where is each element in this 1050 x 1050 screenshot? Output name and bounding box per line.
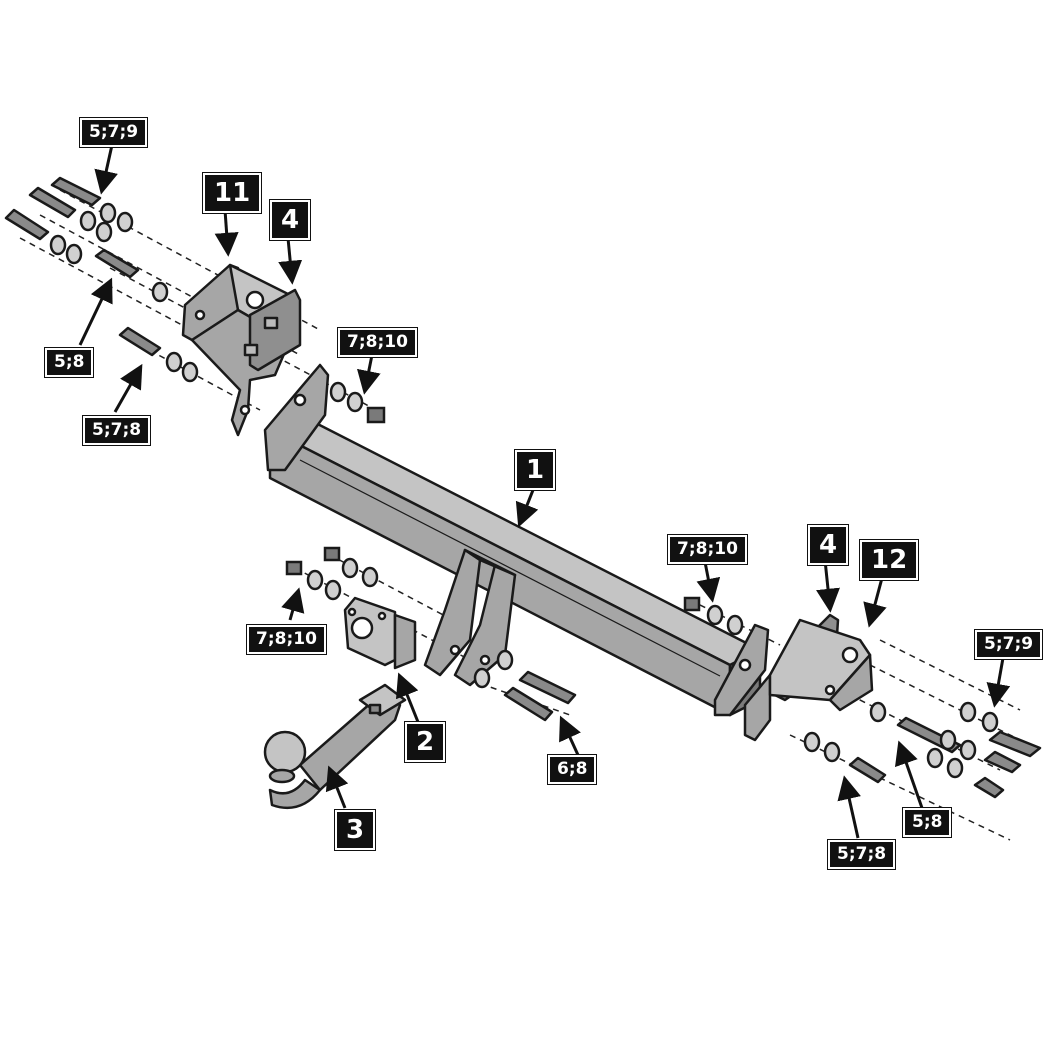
callout-top-left-5-7-9: 5;7;9: [78, 117, 149, 148]
tow-ball-3: [263, 683, 407, 810]
callout-center-6-8: 6;8: [546, 754, 598, 785]
washers: [49, 202, 999, 779]
callout-part-11: 11: [201, 172, 263, 214]
callout-part-1: 1: [513, 449, 557, 491]
callout-top-left-5-7-8: 5;7;8: [81, 415, 152, 446]
assembly-lines: [19, 189, 1031, 841]
callout-part-4-left: 4: [268, 199, 312, 241]
callout-part-3: 3: [333, 809, 377, 851]
callout-bottom-right-5-8: 5;8: [901, 807, 953, 838]
callout-part-12: 12: [858, 539, 920, 581]
socket-plate-2: [343, 596, 417, 670]
callout-middle-7-8-10: 7;8;10: [246, 624, 327, 655]
callout-top-7-8-10: 7;8;10: [337, 327, 418, 358]
callout-bottom-right-5-7-8: 5;7;8: [826, 839, 897, 870]
callout-right-7-8-10: 7;8;10: [667, 534, 748, 565]
right-side-bracket-12: [743, 618, 874, 742]
center-hitch-bracket: [423, 548, 517, 687]
callout-top-left-5-8: 5;8: [43, 347, 95, 378]
callout-bottom-right-5-7-9: 5;7;9: [973, 629, 1044, 660]
leader-arrows: [78, 144, 1011, 839]
nuts: [285, 406, 701, 612]
left-side-bracket-4: [243, 288, 302, 372]
right-end-plate: [713, 623, 770, 717]
left-end-plate: [263, 363, 330, 472]
callout-part-4-right: 4: [806, 524, 850, 566]
callout-part-2: 2: [403, 721, 447, 763]
